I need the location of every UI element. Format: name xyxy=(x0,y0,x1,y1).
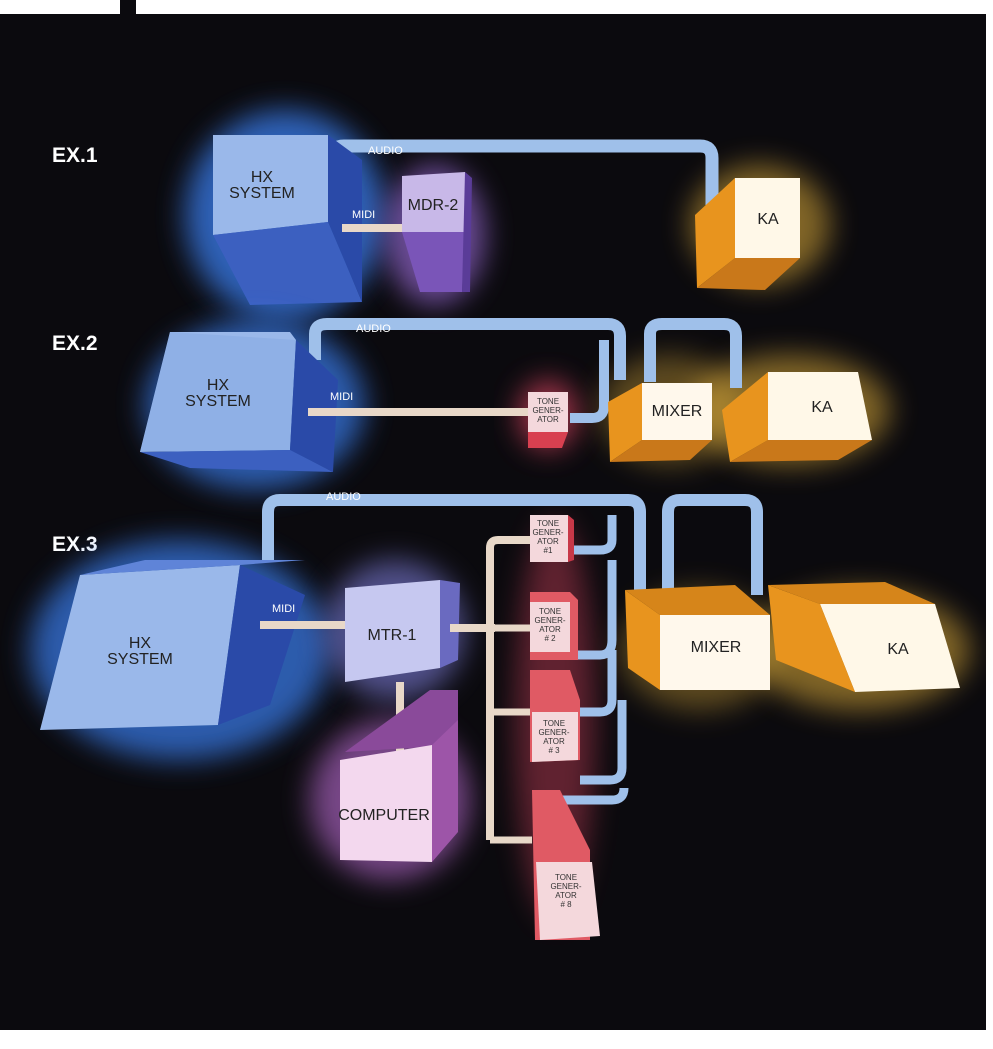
ex1-hx-front xyxy=(213,135,328,235)
ex3-tone2-l1: TONE xyxy=(539,607,561,616)
ex3-midi-label: MIDI xyxy=(272,603,295,615)
ex3-mtr-front xyxy=(345,580,440,682)
ex3-tone2-front xyxy=(530,602,570,652)
ex1-mdr-front xyxy=(402,172,465,232)
ex3-tone1-l3: ATOR xyxy=(537,537,559,546)
ex1-audio-label: AUDIO xyxy=(368,145,403,157)
ex3-tone8-l3: ATOR xyxy=(555,891,577,900)
ex3-tone3-front xyxy=(532,712,578,762)
ex2-hx-bottom xyxy=(140,450,333,472)
ex2-tone-front xyxy=(528,392,568,432)
ex2-mixer-side xyxy=(608,383,642,462)
ex3-tone8-l2: GENER- xyxy=(550,882,581,891)
ex2-hx-label-line1: HX xyxy=(207,377,230,394)
ex1-midi-label: MIDI xyxy=(352,209,375,221)
ex1-ka-bottom xyxy=(697,258,800,290)
ex3-computer-label: COMPUTER xyxy=(338,807,430,824)
ex3-audio-return-1 xyxy=(570,515,617,555)
ex3-ka-top xyxy=(768,582,935,604)
ex2-ka-side xyxy=(722,372,768,462)
ex2-mixer-bottom xyxy=(610,440,712,462)
ex1-hx-label-line2: SYSTEM xyxy=(229,185,295,202)
ex2-audio-line-mixer xyxy=(644,318,742,388)
ex3-computer-top xyxy=(345,690,458,752)
ex3-hx-label-line2: SYSTEM xyxy=(107,651,173,668)
ex3-tone8-l1: TONE xyxy=(555,873,577,882)
ex3-mixer-label: MIXER xyxy=(691,639,742,656)
ex2-mixer-label: MIXER xyxy=(652,403,703,420)
ex3-tone2-l3: ATOR xyxy=(539,625,561,634)
ex1-label: EX.1 xyxy=(52,144,98,167)
ex3-tone1-l2: GENER- xyxy=(532,528,563,537)
ex3-tone3-l1: TONE xyxy=(543,719,565,728)
ex1-ka-front xyxy=(735,178,800,258)
ex2-ka-front xyxy=(768,372,872,440)
ex3-mtr-label: MTR-1 xyxy=(368,627,417,644)
ex3-audio-line-mixer xyxy=(662,494,763,595)
ex3-tone1-side xyxy=(568,515,574,562)
ex2-tone-l2: GENER- xyxy=(532,406,563,415)
ex2-audio-line xyxy=(309,318,626,380)
ex3-ka-front xyxy=(820,604,960,692)
top-white-strip-right xyxy=(136,0,993,14)
ex3-tone2-l4: # 2 xyxy=(544,634,556,643)
ex3-hx-label-line1: HX xyxy=(129,635,152,652)
ex3-mixer-top xyxy=(625,585,770,615)
ex3-hx-side xyxy=(218,565,305,725)
ex3-audio-return-5 xyxy=(560,787,629,805)
ex2-audio-line-tone xyxy=(570,340,609,423)
ex2-midi-label: MIDI xyxy=(330,391,353,403)
ex1-hx-label-line1: HX xyxy=(251,169,274,186)
ex1-hx-bottom xyxy=(213,222,362,305)
ex2-ka-label: KA xyxy=(811,399,833,416)
ex3-audio-label: AUDIO xyxy=(326,491,361,503)
top-white-strip xyxy=(0,0,120,14)
ex1-mdr-side xyxy=(402,232,465,292)
ex3-label: EX.3 xyxy=(52,533,98,556)
right-white-margin xyxy=(986,0,993,1049)
ex3-tone3-l3: ATOR xyxy=(543,737,565,746)
ex3-audio-return-3 xyxy=(580,650,617,717)
ex3-tone1-l4: #1 xyxy=(544,546,553,555)
ex1-hx-side xyxy=(328,135,362,302)
ex3-tone3-l2: GENER- xyxy=(538,728,569,737)
ex2-hx-label-line2: SYSTEM xyxy=(185,393,251,410)
ex3-tone8-l4: # 8 xyxy=(560,900,572,909)
ex3-ka-side xyxy=(768,585,855,692)
ex1-mdr-side2 xyxy=(462,172,472,292)
ex3-hx-top xyxy=(80,560,305,575)
ex2-tone-l1: TONE xyxy=(537,397,559,406)
ex2-mixer-front xyxy=(642,383,712,440)
ex3-tone1-front xyxy=(530,515,568,562)
ex2-ka-bottom xyxy=(730,440,872,462)
ex1-ka-side xyxy=(695,178,735,288)
ex3-tone2-l2: GENER- xyxy=(534,616,565,625)
ex2-tone-bottom xyxy=(528,432,568,448)
ex2-hx-face xyxy=(140,332,296,452)
ex2-tone-l3: ATOR xyxy=(537,415,559,424)
ex3-audio-return-4 xyxy=(580,700,627,785)
ex1-ka-label: KA xyxy=(757,211,779,228)
ex3-mixer-front xyxy=(660,615,770,690)
ex3-audio-line xyxy=(262,494,646,590)
ex3-hx-front xyxy=(40,565,240,730)
ex3-computer-front xyxy=(340,745,432,862)
ex2-hx-side xyxy=(290,340,338,472)
ex3-tone8-front xyxy=(536,862,600,940)
ex3-tone3-l4: # 3 xyxy=(548,746,560,755)
ex3-tone1-l1: TONE xyxy=(537,519,559,528)
ex3-computer-side xyxy=(432,720,458,862)
ex3-ka-label: KA xyxy=(887,641,909,658)
ex1-mdr-label: MDR-2 xyxy=(408,197,459,214)
ex2-audio-label: AUDIO xyxy=(356,323,391,335)
ex3-mixer-side xyxy=(625,590,660,690)
ex3-midi-bus xyxy=(486,536,530,840)
ex2-label: EX.2 xyxy=(52,332,98,355)
